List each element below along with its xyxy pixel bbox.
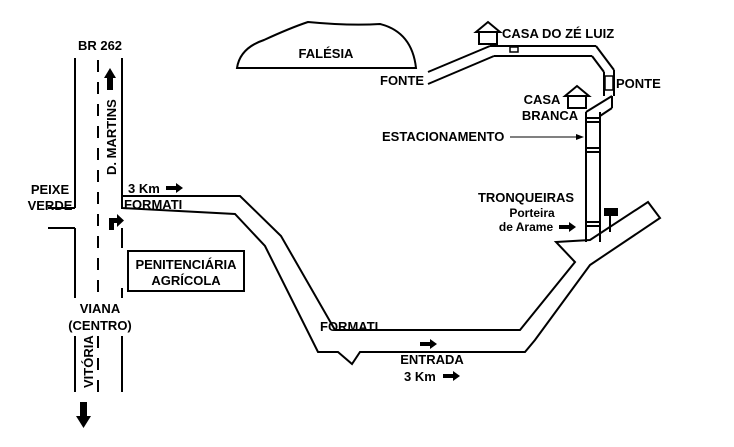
estacionamento-label: ESTACIONAMENTO [382,129,504,144]
fonte-label: FONTE [380,73,424,88]
turn-right-arrow-icon [109,214,124,230]
formati-top-label: FORMATI [124,197,182,212]
distance-top-label: 3 Km [128,181,160,196]
cattle-guard-1 [586,117,600,123]
branca-label: BRANCA [522,108,579,123]
road-to-fonte [427,45,615,96]
estacionamento-pointer [510,134,584,140]
bridge-icon [604,75,614,91]
casa-ze-luiz-label: CASA DO ZÉ LUIZ [502,26,614,41]
arrow-right-icon-bottom [443,371,460,381]
highway-label: BR 262 [78,38,122,53]
falesia-label: FALÉSIA [299,46,355,61]
arrow-up-icon [104,68,116,90]
de-arame-label: de Arame [499,220,554,234]
gate-icon-fonte-road [509,46,519,53]
centro-label: (CENTRO) [68,318,132,333]
tronqueiras-label: TRONQUEIRAS [478,190,574,205]
agricola-label: AGRÍCOLA [151,273,221,288]
arrow-right-icon-top [166,183,183,193]
ponte-label: PONTE [616,76,661,91]
entrada-label: ENTRADA [400,352,464,367]
crossroad-peixe-verde [48,207,75,229]
penitenciaria-box: PENITENCIÁRIA AGRÍCOLA [127,250,245,292]
falesia-hill [235,20,418,69]
arrow-right-icon-formati [420,339,437,349]
formati-bottom-label: FORMATI [320,319,378,334]
vitoria-label: VITÓRIA [81,335,96,388]
penitenciaria-label: PENITENCIÁRIA [135,257,237,272]
arrow-down-icon [76,402,91,428]
flag-icon [604,208,618,232]
road-to-formati [121,195,662,366]
road-north [585,95,613,242]
peixe-label: PEIXE [31,182,70,197]
d-martins-label: D. MARTINS [104,99,119,175]
casa-label: CASA [524,92,561,107]
cattle-guard-3 [586,221,600,227]
highway-br262 [74,58,123,392]
house-icon-casa-branca [562,84,592,109]
viana-label: VIANA [80,301,121,316]
porteira-label: Porteira [509,206,555,220]
distance-bottom-label: 3 Km [404,369,436,384]
cattle-guard-2 [586,147,600,153]
arrow-right-icon-porteira [559,222,576,232]
verde-label: VERDE [28,198,73,213]
house-icon-ze-luiz [473,20,503,45]
